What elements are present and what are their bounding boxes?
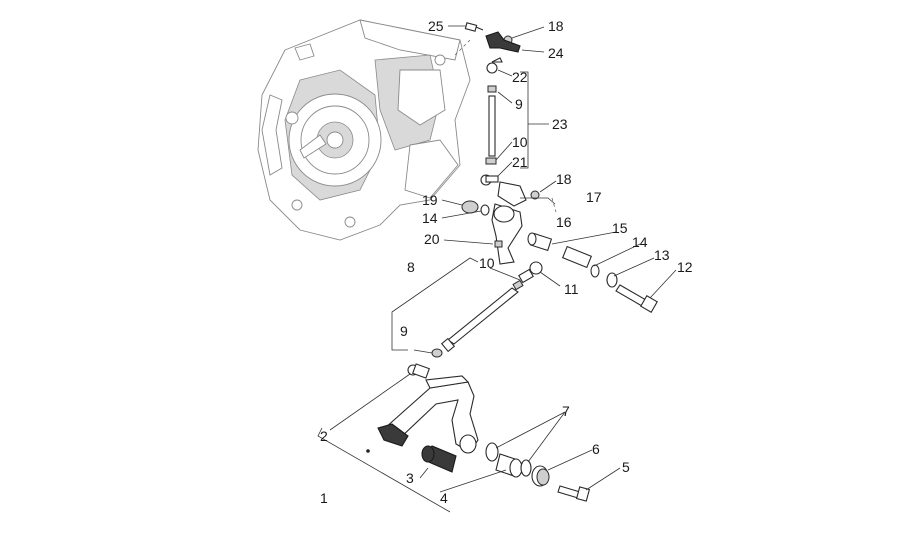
rubber-pad-3 bbox=[421, 445, 457, 473]
label-13: 13 bbox=[654, 247, 670, 263]
label-14-right: 14 bbox=[632, 234, 648, 250]
selector-assembly bbox=[461, 181, 658, 313]
label-2: 2 bbox=[320, 428, 328, 444]
nut-10-top bbox=[485, 157, 497, 165]
label-21: 21 bbox=[512, 154, 528, 170]
label-18-mid: 18 bbox=[556, 171, 572, 187]
lever-24 bbox=[485, 31, 521, 53]
spacer-15 bbox=[561, 245, 593, 269]
oring-7b bbox=[520, 459, 532, 477]
label-15: 15 bbox=[612, 220, 628, 236]
washer-13 bbox=[606, 272, 618, 288]
label-24: 24 bbox=[548, 45, 564, 61]
rod-8 bbox=[447, 287, 519, 345]
nut-9-lower bbox=[431, 348, 443, 358]
bush-4 bbox=[495, 453, 523, 478]
reference-dot bbox=[366, 449, 370, 453]
label-7: 7 bbox=[562, 403, 570, 419]
label-6: 6 bbox=[592, 441, 600, 457]
label-17: 17 bbox=[586, 189, 602, 205]
oring-7a bbox=[485, 442, 499, 462]
label-18-top: 18 bbox=[548, 18, 564, 34]
nut-18-mid bbox=[530, 190, 540, 200]
gearbox-housing bbox=[257, 19, 471, 241]
label-4: 4 bbox=[440, 490, 448, 506]
label-5: 5 bbox=[622, 459, 630, 475]
label-10-lower: 10 bbox=[479, 255, 495, 271]
shift-rod-assembly bbox=[391, 257, 543, 358]
nut-9-top bbox=[487, 85, 497, 93]
label-8: 8 bbox=[407, 259, 415, 275]
screw-25 bbox=[464, 22, 484, 32]
washer-14-left bbox=[480, 204, 490, 216]
label-3: 3 bbox=[406, 470, 414, 486]
label-9-lower: 9 bbox=[400, 323, 408, 339]
leader-lines bbox=[329, 25, 677, 493]
bolt-5 bbox=[557, 485, 591, 502]
arm-17 bbox=[497, 181, 527, 207]
washer-14-right bbox=[590, 264, 600, 278]
label-12: 12 bbox=[677, 259, 693, 275]
nut-20 bbox=[494, 240, 503, 248]
ball-joint-11 bbox=[518, 261, 543, 284]
label-14-left: 14 bbox=[422, 210, 438, 226]
bolt-12 bbox=[615, 284, 658, 313]
label-23: 23 bbox=[552, 116, 568, 132]
label-19: 19 bbox=[422, 192, 438, 208]
part-labels: 25 18 24 22 9 23 10 21 18 17 19 14 16 15… bbox=[320, 18, 693, 506]
nut-10-lower bbox=[512, 279, 524, 291]
spacer-6 bbox=[531, 465, 550, 487]
label-25: 25 bbox=[428, 18, 444, 34]
ball-joint-2 bbox=[407, 363, 430, 379]
rod-23 bbox=[488, 95, 496, 157]
label-22: 22 bbox=[512, 69, 528, 85]
ball-joint-21 bbox=[480, 174, 499, 186]
label-10-top: 10 bbox=[512, 134, 528, 150]
label-1: 1 bbox=[320, 490, 328, 506]
label-9-top: 9 bbox=[515, 96, 523, 112]
ball-joint-22 bbox=[486, 57, 503, 74]
pedal-assembly bbox=[317, 363, 591, 513]
label-11: 11 bbox=[564, 281, 579, 297]
bush-19 bbox=[461, 200, 479, 214]
label-16: 16 bbox=[556, 214, 572, 230]
upper-linkage bbox=[464, 22, 529, 186]
label-20: 20 bbox=[424, 231, 440, 247]
